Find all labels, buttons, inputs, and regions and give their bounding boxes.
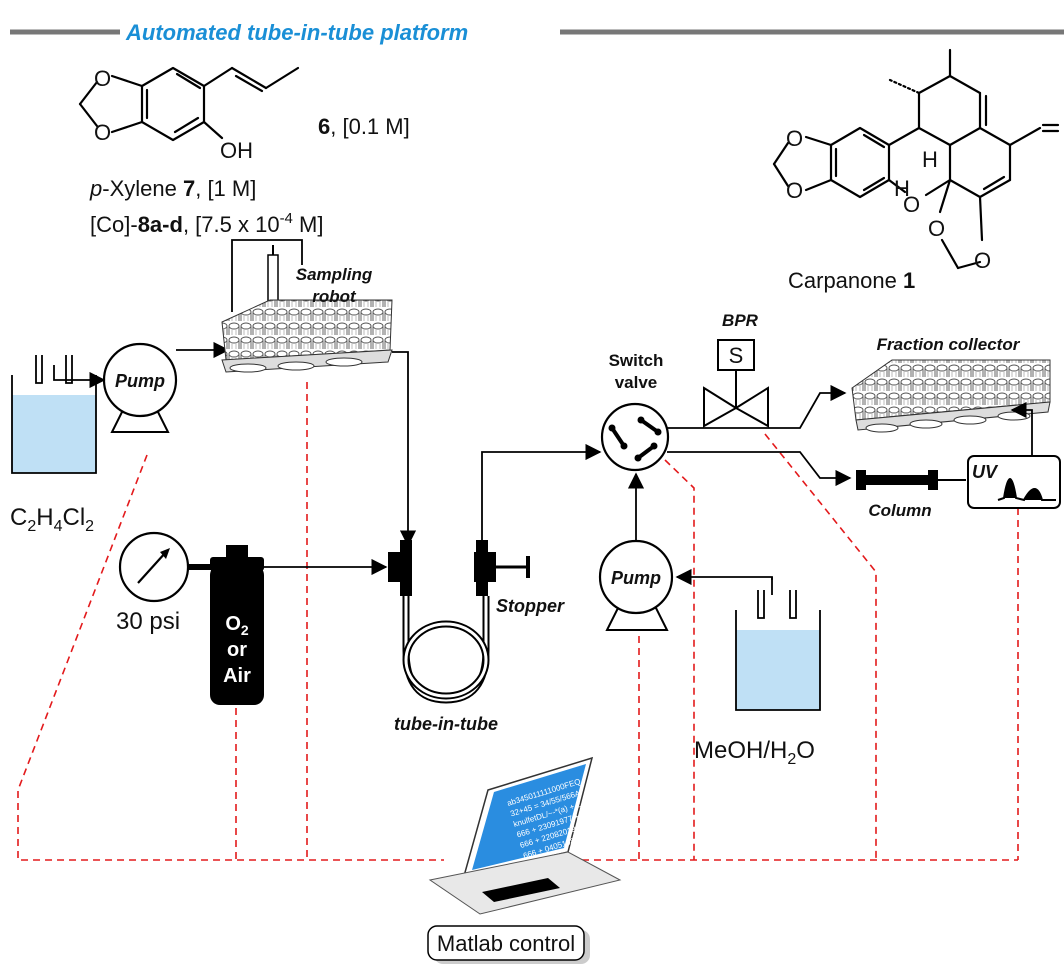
substrate-structure: O O OH: [78, 66, 300, 163]
gauge-label: 30 psi: [116, 608, 180, 635]
reagent-cobalt: [Co]-8a-d, [7.5 x 10-4 M]: [90, 210, 323, 237]
laptop: [428, 756, 622, 915]
column-label: Column: [868, 501, 931, 520]
carpanone-o-ring: O: [903, 192, 920, 217]
pump-left-label: Pump: [115, 371, 165, 391]
substrate-o-top: O: [94, 66, 111, 91]
substrate-o-bottom: O: [94, 120, 111, 145]
carpanone-o-3: O: [928, 216, 945, 241]
tube-in-tube-reactor: [388, 540, 530, 704]
solvent-beaker-right: [735, 590, 821, 711]
bpr-symbol: S: [729, 343, 744, 368]
switch-valve: [600, 402, 670, 472]
solvent-right-label: MeOH/H2O: [694, 737, 815, 768]
carpanone-h-1: H: [922, 147, 938, 172]
stopper-label: Stopper: [496, 596, 565, 616]
tube-in-tube-label: tube-in-tube: [394, 714, 498, 734]
carpanone-o-4: O: [974, 248, 991, 273]
solvent-left-label: C2H4Cl2: [10, 504, 94, 535]
solvent-beaker-left: [11, 355, 97, 474]
carpanone-h-2: H: [894, 176, 910, 201]
header-title: Automated tube-in-tube platform: [125, 20, 468, 45]
fraction-collector-label: Fraction collector: [877, 335, 1021, 354]
carpanone-structure: O O O O O H H: [772, 48, 1060, 273]
carpanone-label: Carpanone 1: [788, 268, 915, 293]
substrate-label: 6, [0.1 M]: [318, 114, 410, 139]
control-lines: [17, 382, 1019, 861]
bpr-label: BPR: [722, 311, 759, 330]
sampling-robot: [221, 239, 393, 373]
pump-left: Pump: [102, 342, 178, 433]
uv-detector: [967, 455, 1061, 509]
fraction-collector: [851, 359, 1051, 433]
carpanone-o-1: O: [786, 126, 803, 151]
gas-cylinder: [210, 545, 388, 705]
column: [856, 470, 966, 490]
matlab-control-box: Matlab control: [427, 925, 590, 964]
carpanone-o-2: O: [786, 178, 803, 203]
reagent-xylene: p-Xylene 7, [1 M]: [89, 176, 256, 201]
pump-right-label: Pump: [611, 568, 661, 588]
header: Automated tube-in-tube platform: [10, 20, 1064, 45]
uv-label: UV: [972, 462, 999, 482]
pressure-gauge: [118, 531, 214, 603]
matlab-control-label: Matlab control: [437, 931, 575, 956]
substrate-oh: OH: [220, 138, 253, 163]
pump-right: Pump: [598, 539, 674, 631]
back-pressure-regulator: [703, 339, 769, 428]
